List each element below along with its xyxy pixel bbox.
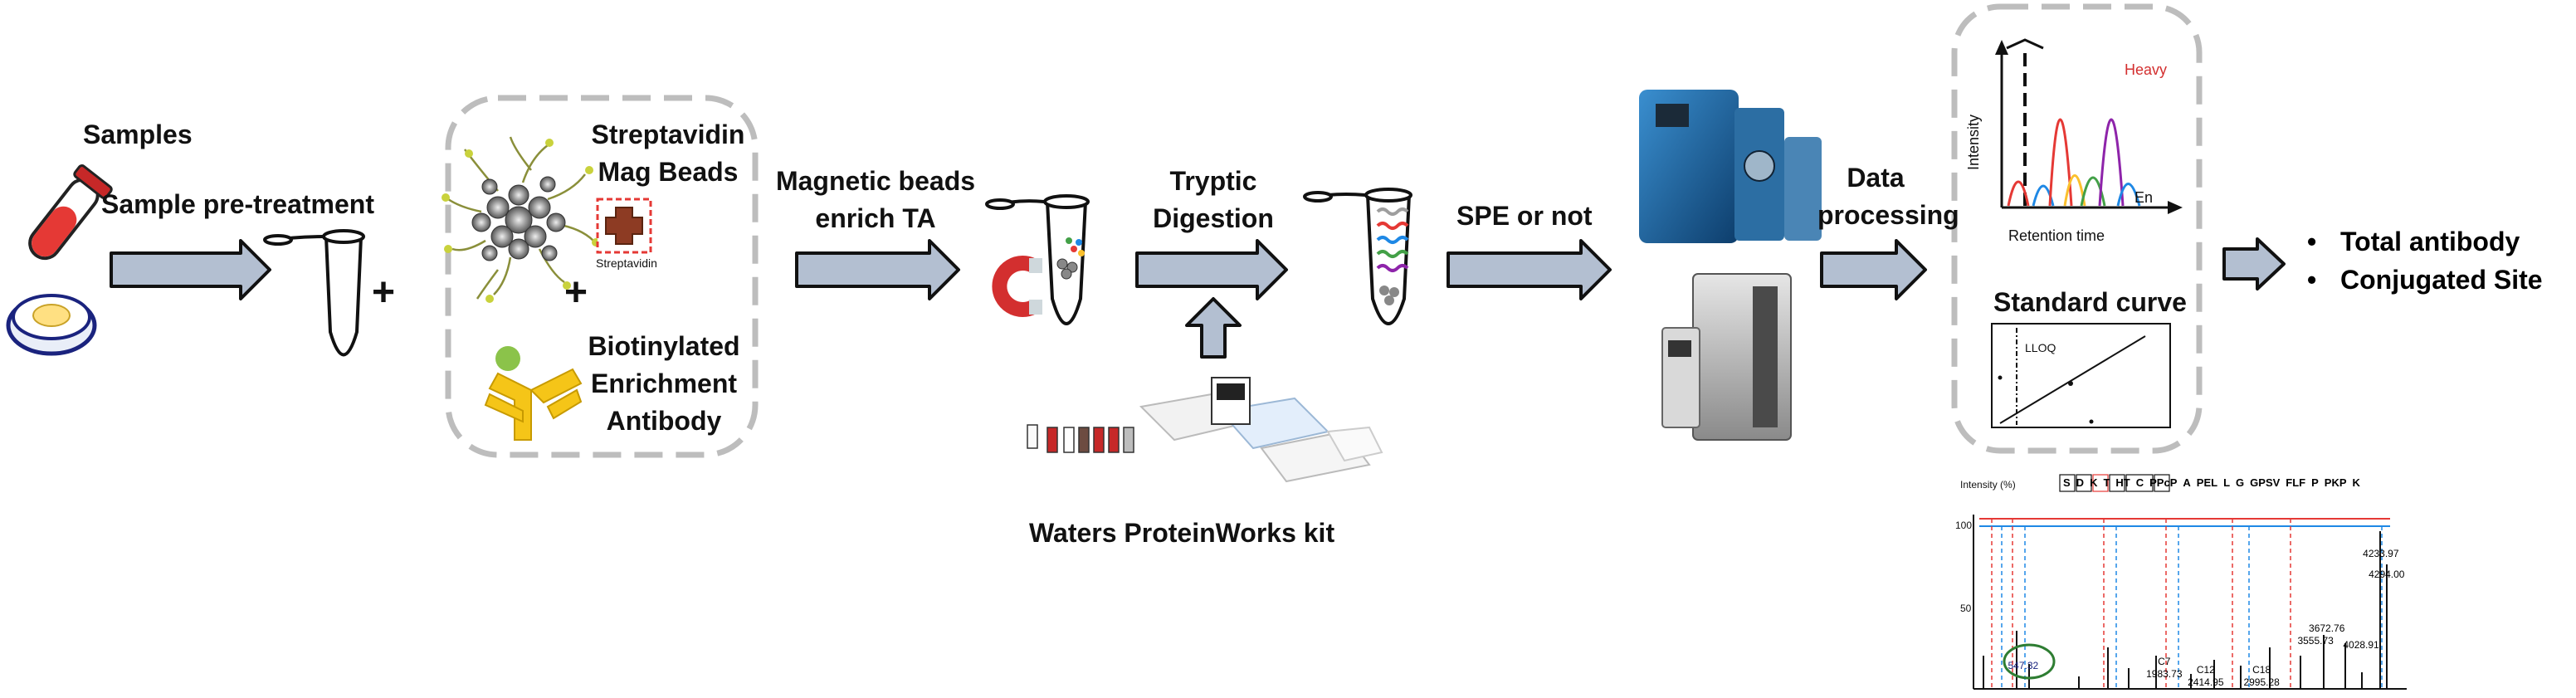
sequence-residue: L bbox=[2223, 476, 2231, 489]
peak-label: 547.32 bbox=[2008, 660, 2039, 671]
chromatogram-x-label: Retention time bbox=[2008, 227, 2105, 244]
biotinylated-antibody-label: Biotinylated Enrichment Antibody bbox=[588, 331, 740, 436]
plus-sign-2: + bbox=[564, 271, 588, 315]
output-total-antibody: Total antibody bbox=[2307, 222, 2543, 261]
arrow-2 bbox=[795, 239, 960, 300]
lc-ms-instrument-image bbox=[1639, 90, 1822, 243]
peak-label: 4233.97 bbox=[2363, 548, 2399, 559]
sequence-residue: HT bbox=[2115, 476, 2130, 489]
mass-spec-instrument-image bbox=[1661, 273, 1792, 441]
spe-label: SPE or not bbox=[1456, 201, 1593, 231]
peak-label: C18 2995.28 bbox=[2243, 664, 2280, 688]
sequence-residue: P bbox=[2311, 476, 2319, 489]
sequence-residue: A bbox=[2183, 476, 2191, 489]
lloq-label: LLOQ bbox=[2025, 341, 2056, 354]
sequence-residue: FLF bbox=[2286, 476, 2306, 489]
sequence-residue: PKP bbox=[2324, 476, 2347, 489]
results-dashed-box bbox=[1951, 3, 2203, 454]
spectrum-sequence-boxes bbox=[2059, 474, 2170, 492]
chromatogram bbox=[1995, 38, 2183, 214]
sequence-residue: T bbox=[2103, 476, 2110, 489]
sequence-residue: K bbox=[2352, 476, 2360, 489]
en-label: En bbox=[2134, 189, 2154, 206]
streptavidin-beads-label: Streptavidin Mag Beads bbox=[591, 120, 745, 187]
streptavidin-icon bbox=[596, 198, 652, 254]
antibody-icon bbox=[484, 346, 583, 441]
sequence-residue: D bbox=[2076, 476, 2085, 489]
pretreatment-label: Sample pre-treatment bbox=[101, 189, 374, 219]
arrow-up bbox=[1185, 297, 1242, 359]
sequence-residue: S bbox=[2063, 476, 2071, 489]
arrow-3 bbox=[1135, 239, 1288, 300]
arrow-6 bbox=[2222, 237, 2286, 290]
chromatogram-y-label: Intensity bbox=[1965, 114, 1982, 170]
sequence-residue: C bbox=[2135, 476, 2144, 489]
samples-label: Samples bbox=[83, 120, 193, 149]
streptavidin-small-label: Streptavidin bbox=[596, 256, 657, 270]
reagent-dashed-box bbox=[445, 95, 759, 458]
magnetic-tube-icon bbox=[985, 194, 1090, 325]
sequence-residue: K bbox=[2090, 476, 2098, 489]
standard-curve-plot bbox=[1991, 323, 2171, 428]
output-conjugated-site: Conjugated Site bbox=[2307, 261, 2543, 299]
proteinworks-kit-label: Waters ProteinWorks kit bbox=[1029, 518, 1335, 548]
sequence-residue: PPcP bbox=[2149, 476, 2178, 489]
plus-sign-1: + bbox=[372, 271, 396, 315]
peak-label: C12 2414.95 bbox=[2188, 664, 2224, 688]
sequence-residue: PEL bbox=[2196, 476, 2218, 489]
sequence-residue: GPSV bbox=[2250, 476, 2281, 489]
tryptic-digestion-label: Tryptic Digestion bbox=[1153, 166, 1274, 233]
arrow-1 bbox=[110, 239, 271, 300]
data-processing-label: Data processing bbox=[1817, 163, 1959, 230]
standard-curve-title: Standard curve bbox=[1993, 287, 2187, 317]
sample-tube-icon bbox=[28, 164, 113, 261]
block-arrows bbox=[110, 237, 2286, 359]
spectrum-y-tick-100: 100 bbox=[1955, 520, 1973, 531]
arrow-4 bbox=[1447, 239, 1612, 300]
peak-label: C7 1983.73 bbox=[2146, 656, 2183, 680]
ms-spectrum bbox=[1973, 474, 2407, 690]
mag-beads-icon bbox=[442, 136, 600, 303]
sequence-residue: G bbox=[2236, 476, 2245, 489]
pretreatment-tube-icon bbox=[263, 229, 365, 357]
peak-label: 3672.76 bbox=[2309, 622, 2345, 634]
petri-dish-icon bbox=[6, 294, 97, 356]
peak-label: 3555.73 bbox=[2297, 635, 2334, 647]
spectrum-y-label: Intensity (%) bbox=[1960, 479, 2016, 491]
heavy-label: Heavy bbox=[2125, 61, 2168, 78]
output-list: Total antibody Conjugated Site bbox=[2307, 222, 2543, 300]
spectrum-y-tick-50: 50 bbox=[1960, 603, 1972, 614]
peak-label: 4028.91 bbox=[2343, 639, 2379, 651]
peak-label: 4294.00 bbox=[2369, 569, 2405, 580]
magnetic-beads-label: Magnetic beads enrich TA bbox=[775, 166, 976, 233]
digestion-tube-icon bbox=[1303, 188, 1412, 325]
proteinworks-kit-image bbox=[1027, 377, 1383, 483]
arrow-5 bbox=[1820, 239, 1927, 300]
magnet-icon bbox=[992, 256, 1042, 317]
